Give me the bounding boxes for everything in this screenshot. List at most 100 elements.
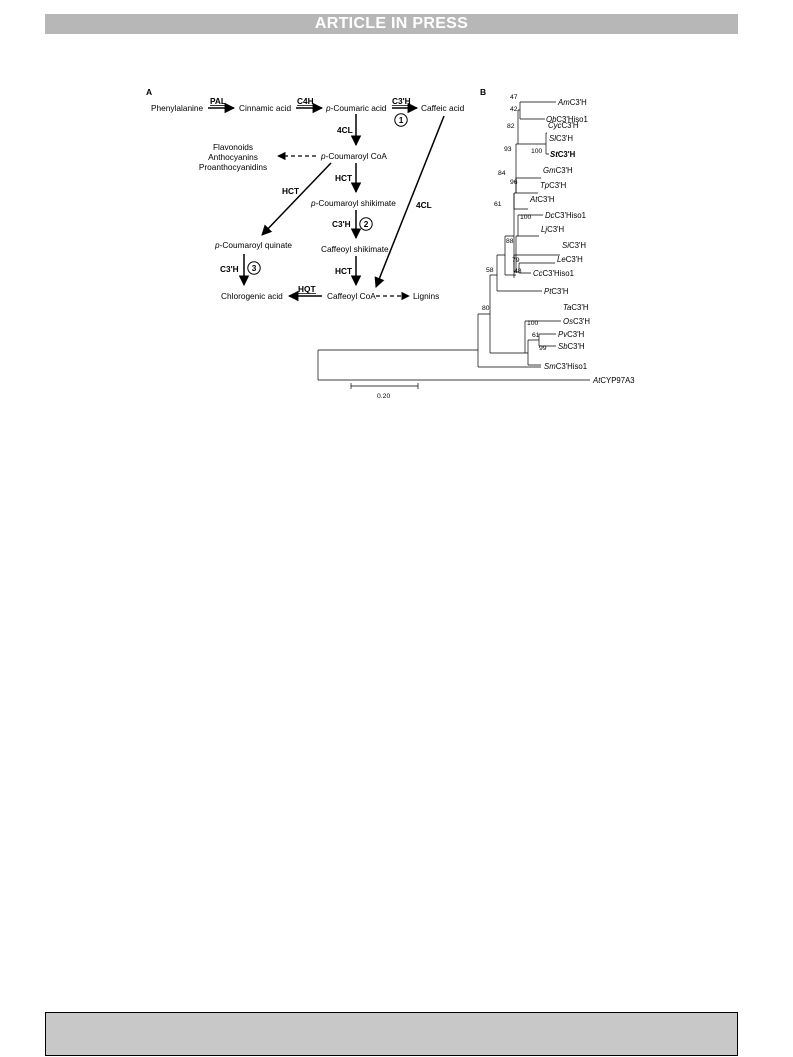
taxon-label: PvC3'H <box>558 330 584 339</box>
p-coumaroyl-quinate-rest: -Coumaroyl quinate <box>220 240 293 250</box>
tree-root-branch <box>317 349 590 381</box>
taxon-species-abbrev: Lj <box>541 225 547 234</box>
taxon-label: SmC3'Hiso1 <box>544 362 587 371</box>
4cl-2-arrow <box>374 115 445 288</box>
taxon-gene-name: C3'H <box>549 181 566 190</box>
bootstrap-value: 100 <box>520 214 532 221</box>
panel-b-label: B <box>480 87 486 97</box>
taxon-gene-name: C3'Hiso1 <box>556 115 587 124</box>
taxon-label: GmC3'H <box>543 166 573 175</box>
taxon-species-abbrev: Cc <box>533 269 543 278</box>
tree-node-100-solanum <box>545 132 549 155</box>
taxon-gene-name: C3'H <box>558 150 576 159</box>
taxon-label: OsC3'H <box>563 317 590 326</box>
scale-bar <box>350 383 419 389</box>
bootstrap-value: 79 <box>512 257 520 264</box>
panel-a: A Phenylalanine PAL Cinnamic acid C4H p-… <box>146 87 465 302</box>
taxon-species-abbrev: Tp <box>540 181 550 190</box>
hct-3-enzyme-label: HCT <box>335 266 352 276</box>
step-1-circle <box>394 113 408 127</box>
tree-node-99 <box>538 333 556 347</box>
bootstrap-value: 42 <box>510 106 518 113</box>
step-2-circle <box>359 217 373 231</box>
caffeoyl-shikimate-label: Caffeoyl shikimate <box>321 244 389 254</box>
tree-node-82 <box>517 109 546 145</box>
taxon-label: PtC3'H <box>544 287 568 296</box>
c3h-2-enzyme-label: C3'H <box>332 219 351 229</box>
taxon-species-abbrev: Os <box>563 317 573 326</box>
taxon-species-abbrev: At <box>592 376 601 385</box>
bootstrap-value: 99 <box>539 345 547 352</box>
hct-2-enzyme-label: HCT <box>282 186 299 196</box>
hqt-enzyme-label: HQT <box>298 284 316 294</box>
taxon-labels: AmC3'H ObC3'Hiso1 CycC3'H SlC3'H StC3'H … <box>377 98 635 400</box>
taxon-gene-name: C3'H <box>569 241 586 250</box>
panel-b: B <box>317 87 590 389</box>
tree-node-61-monocot <box>527 339 541 366</box>
bootstrap-value: 80 <box>482 305 490 312</box>
pal-enzyme-label: PAL <box>210 96 226 106</box>
taxon-gene-name: C3'Hiso1 <box>555 211 586 220</box>
c3h-1-enzyme-label: C3'H <box>392 96 411 106</box>
taxon-species-abbrev: St <box>550 150 558 159</box>
hct-2-arrow <box>261 162 332 236</box>
bootstrap-value: 82 <box>507 123 515 130</box>
taxon-gene-name: C3'H <box>570 98 587 107</box>
taxon-label: LjC3'H <box>541 225 564 234</box>
anthocyanins-label: Anthocyanins <box>208 152 258 162</box>
bootstrap-value: 96 <box>510 179 518 186</box>
taxon-label: AtC3'H <box>529 195 554 204</box>
caffeic-acid-label: Caffeic acid <box>421 103 465 113</box>
taxon-label: CycC3'H <box>548 121 579 130</box>
bootstrap-value: 88 <box>506 238 514 245</box>
taxon-gene-name: C3'H <box>551 287 568 296</box>
taxon-label: ObC3'Hiso1 <box>546 115 588 124</box>
panel-a-label: A <box>146 87 152 97</box>
flavonoids-label: Flavonoids <box>213 142 253 152</box>
taxon-label: DcC3'Hiso1 <box>545 211 586 220</box>
taxon-species-abbrev: Ta <box>563 303 572 312</box>
taxon-label: TaC3'H <box>563 303 588 312</box>
p-coumaroyl-coa-label: p-Coumaroyl CoA <box>320 151 387 161</box>
bootstrap-value: 93 <box>504 146 512 153</box>
taxon-label: AmC3'H <box>557 98 587 107</box>
bootstrap-value: 100 <box>531 148 543 155</box>
chlorogenic-acid-label: Chlorogenic acid <box>221 291 283 301</box>
scale-bar-label: 0.20 <box>377 393 390 400</box>
taxon-species-abbrev: Le <box>557 255 566 264</box>
taxon-gene-name: C3'H <box>537 195 554 204</box>
tree-node-96 <box>515 177 541 194</box>
p-coumaroyl-coa-prefix: p <box>320 151 326 161</box>
taxon-gene-name: CYP97A3 <box>600 376 634 385</box>
taxon-gene-name: C3'H <box>556 166 573 175</box>
4cl-2-enzyme-label: 4CL <box>416 200 432 210</box>
taxon-label-highlighted: StC3'H <box>550 150 576 159</box>
p-coumaroyl-quinate-prefix: p <box>214 240 220 250</box>
p-coumaroyl-shikimate-prefix: p <box>310 198 316 208</box>
proanthocyanidins-label: Proanthocyanidins <box>199 162 267 172</box>
bootstrap-value: 100 <box>527 320 539 327</box>
tree-node-100-lotus <box>517 214 543 237</box>
caffeoyl-coa-label: Caffeoyl CoA <box>327 291 376 301</box>
bootstrap-value: 58 <box>486 267 494 274</box>
taxon-gene-name: C3'H <box>567 330 584 339</box>
taxon-label: SbC3'H <box>558 342 585 351</box>
taxon-label: SlC3'H <box>549 134 573 143</box>
taxon-species-abbrev: Sb <box>558 342 568 351</box>
bootstrap-value: 47 <box>510 94 518 101</box>
taxon-gene-name: C3'H <box>561 121 578 130</box>
step-3-circle <box>247 261 261 275</box>
taxon-species-abbrev: Sm <box>544 362 556 371</box>
taxon-gene-name: C3'H <box>573 317 590 326</box>
4cl-1-enzyme-label: 4CL <box>337 125 353 135</box>
c4h-enzyme-label: C4H <box>297 96 314 106</box>
lignins-label: Lignins <box>413 291 439 301</box>
taxon-species-abbrev: Ob <box>546 115 557 124</box>
taxon-gene-name: C3'H <box>556 134 573 143</box>
p-coumaroyl-shikimate-label: p-Coumaroyl shikimate <box>310 198 396 208</box>
taxon-species-abbrev: Pv <box>558 330 568 339</box>
tree-node-88 <box>514 235 518 273</box>
bootstrap-value: 61 <box>494 201 502 208</box>
taxon-gene-name: C3'Hiso1 <box>543 269 574 278</box>
p-coumaric-acid-label: p-Coumaric acid <box>325 103 387 113</box>
